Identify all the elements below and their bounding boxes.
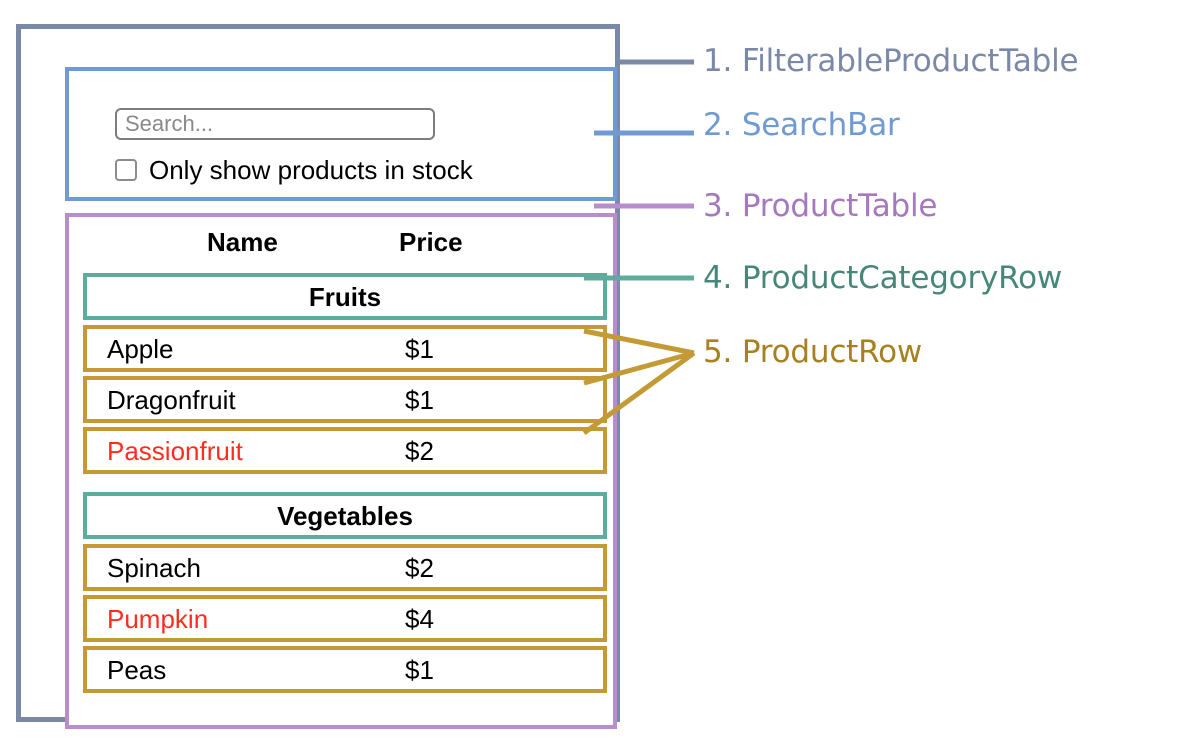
product-row: Dragonfruit $1 <box>83 376 607 423</box>
product-row: Spinach $2 <box>83 544 607 591</box>
product-price: $1 <box>405 654 434 685</box>
product-table-header: Name Price <box>69 225 613 265</box>
product-category-name: Fruits <box>308 281 382 312</box>
column-header-price: Price <box>399 227 463 257</box>
product-name: Apple <box>107 333 174 364</box>
product-price: $2 <box>405 435 434 466</box>
product-row: Peas $1 <box>83 646 607 693</box>
product-price: $1 <box>405 333 434 364</box>
product-row: Passionfruit $2 <box>83 427 607 474</box>
annotation-label-product-table: 3. ProductTable <box>703 188 938 224</box>
annotation-label-filterable-product-table: 1. FilterableProductTable <box>703 43 1079 79</box>
product-category-row: Vegetables <box>83 492 607 539</box>
annotation-label-search-bar: 2. SearchBar <box>703 107 900 143</box>
product-price: $2 <box>405 552 434 583</box>
product-name: Peas <box>107 654 167 685</box>
product-name: Pumpkin <box>107 603 209 634</box>
column-header-name: Name <box>207 227 278 257</box>
filterable-product-table-frame: Only show products in stock Name Price F… <box>16 24 620 729</box>
annotation-label-product-row: 5. ProductRow <box>703 334 923 370</box>
in-stock-checkbox-label: Only show products in stock <box>149 155 473 185</box>
product-price: $4 <box>405 603 434 634</box>
row-group-spacer <box>83 478 607 492</box>
in-stock-checkbox-row[interactable]: Only show products in stock <box>115 157 473 183</box>
product-row: Pumpkin $4 <box>83 595 607 642</box>
search-input[interactable] <box>115 108 435 140</box>
checkbox-icon[interactable] <box>115 159 137 181</box>
product-category-row: Fruits <box>83 273 607 320</box>
product-name: Dragonfruit <box>107 384 236 415</box>
product-name: Passionfruit <box>107 435 243 466</box>
product-name: Spinach <box>107 552 201 583</box>
search-bar-frame: Only show products in stock <box>65 67 617 201</box>
annotation-label-product-category-row: 4. ProductCategoryRow <box>703 260 1063 296</box>
product-category-name: Vegetables <box>277 500 413 531</box>
product-row: Apple $1 <box>83 325 607 372</box>
product-price: $1 <box>405 384 434 415</box>
